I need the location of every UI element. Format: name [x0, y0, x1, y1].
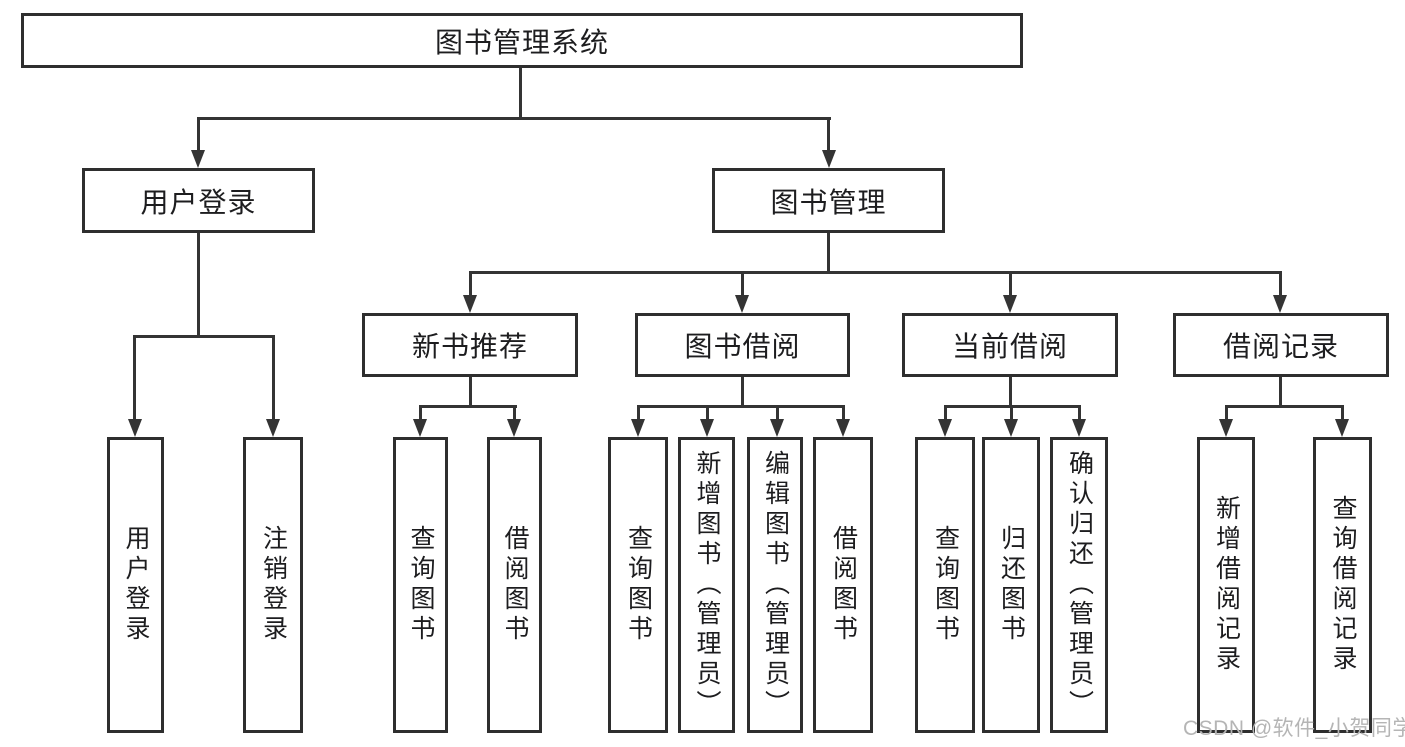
- node-root: 图书管理系统: [21, 13, 1023, 68]
- connector-line: [1341, 405, 1344, 421]
- arrowhead-down-icon: [700, 419, 714, 437]
- connector-line: [1009, 271, 1012, 297]
- connector-line: [513, 405, 516, 421]
- leaf-add-book-admin: 新增图书（管理员）: [678, 437, 735, 733]
- arrowhead-down-icon: [822, 150, 836, 168]
- node-user-login: 用户登录: [82, 168, 315, 233]
- arrowhead-down-icon: [938, 419, 952, 437]
- connector-line: [776, 405, 779, 421]
- connector-line: [1279, 377, 1282, 407]
- connector-line: [133, 335, 275, 338]
- connector-line: [469, 271, 1282, 274]
- connector-line: [842, 405, 845, 421]
- arrowhead-down-icon: [836, 419, 850, 437]
- arrowhead-down-icon: [735, 295, 749, 313]
- arrowhead-down-icon: [770, 419, 784, 437]
- arrowhead-down-icon: [507, 419, 521, 437]
- leaf-edit-book-admin: 编辑图书（管理员）: [747, 437, 803, 733]
- connector-line: [469, 271, 472, 297]
- leaf-add-book-admin-label: 新增图书（管理员）: [693, 450, 721, 720]
- node-root-label: 图书管理系统: [434, 26, 609, 58]
- leaf-confirm-return-admin-label: 确认归还（管理员）: [1065, 450, 1094, 720]
- node-current-borrow: 当前借阅: [902, 313, 1118, 377]
- arrowhead-down-icon: [128, 419, 142, 437]
- leaf-logout: 注销登录: [243, 437, 303, 733]
- leaf-borrow-books-2: 借阅图书: [813, 437, 873, 733]
- connector-line: [419, 405, 422, 421]
- leaf-query-books-borrow-label: 查询图书: [624, 525, 653, 645]
- connector-line: [944, 405, 947, 421]
- leaf-add-borrow-record: 新增借阅记录: [1197, 437, 1255, 733]
- connector-line: [741, 377, 744, 407]
- connector-line: [706, 405, 709, 421]
- leaf-return-book-label: 归还图书: [997, 525, 1026, 645]
- connector-line: [1010, 405, 1013, 421]
- node-book-borrow-label: 图书借阅: [684, 331, 801, 362]
- node-new-book-recommend-label: 新书推荐: [411, 331, 528, 362]
- connector-line: [1009, 377, 1012, 407]
- node-new-book-recommend: 新书推荐: [362, 313, 578, 377]
- arrowhead-down-icon: [413, 419, 427, 437]
- node-book-management: 图书管理: [712, 168, 945, 233]
- connector-line: [469, 377, 472, 407]
- node-current-borrow-label: 当前借阅: [951, 331, 1068, 362]
- connector-line: [637, 405, 640, 421]
- arrowhead-down-icon: [631, 419, 645, 437]
- leaf-return-book: 归还图书: [982, 437, 1040, 733]
- csdn-watermark: CSDN @软件_小贺同学: [1183, 717, 1405, 740]
- connector-line: [1225, 405, 1228, 421]
- connector-line: [419, 405, 517, 408]
- leaf-query-books-recommend-label: 查询图书: [407, 525, 435, 645]
- arrowhead-down-icon: [1003, 295, 1017, 313]
- arrowhead-down-icon: [1273, 295, 1287, 313]
- leaf-query-books-current-label: 查询图书: [931, 525, 960, 645]
- leaf-borrow-books-2-label: 借阅图书: [829, 525, 858, 645]
- leaf-add-borrow-record-label: 新增借阅记录: [1212, 495, 1241, 675]
- node-user-login-label: 用户登录: [140, 186, 257, 218]
- connector-line: [197, 117, 200, 152]
- connector-line: [827, 117, 830, 152]
- connector-line: [741, 271, 744, 297]
- leaf-query-books-current: 查询图书: [915, 437, 975, 733]
- connector-line: [637, 405, 845, 408]
- connector-line: [519, 68, 522, 118]
- leaf-borrow-books-recommend: 借阅图书: [487, 437, 542, 733]
- connector-line: [272, 335, 275, 421]
- arrowhead-down-icon: [1335, 419, 1349, 437]
- leaf-query-borrow-record-label: 查询借阅记录: [1329, 495, 1357, 675]
- connector-line: [1225, 405, 1344, 408]
- arrowhead-down-icon: [463, 295, 477, 313]
- leaf-edit-book-admin-label: 编辑图书（管理员）: [761, 450, 790, 720]
- leaf-query-books-recommend: 查询图书: [393, 437, 448, 733]
- connector-line: [197, 117, 831, 120]
- arrowhead-down-icon: [266, 419, 280, 437]
- connector-line: [1279, 271, 1282, 297]
- leaf-user-login: 用户登录: [107, 437, 164, 733]
- leaf-query-books-borrow: 查询图书: [608, 437, 668, 733]
- arrowhead-down-icon: [1072, 419, 1086, 437]
- arrowhead-down-icon: [191, 150, 205, 168]
- leaf-logout-label: 注销登录: [259, 525, 288, 645]
- node-book-borrow: 图书借阅: [635, 313, 850, 377]
- leaf-query-borrow-record: 查询借阅记录: [1313, 437, 1372, 733]
- connector-line: [133, 335, 136, 421]
- node-borrow-record-label: 借阅记录: [1222, 331, 1339, 362]
- connector-line: [197, 233, 200, 337]
- arrowhead-down-icon: [1219, 419, 1233, 437]
- leaf-confirm-return-admin: 确认归还（管理员）: [1050, 437, 1108, 733]
- node-borrow-record: 借阅记录: [1173, 313, 1389, 377]
- leaf-borrow-books-recommend-label: 借阅图书: [501, 525, 529, 645]
- connector-line: [1078, 405, 1081, 421]
- leaf-user-login-label: 用户登录: [122, 525, 150, 645]
- arrowhead-down-icon: [1004, 419, 1018, 437]
- node-book-management-label: 图书管理: [770, 186, 887, 218]
- connector-line: [827, 233, 830, 273]
